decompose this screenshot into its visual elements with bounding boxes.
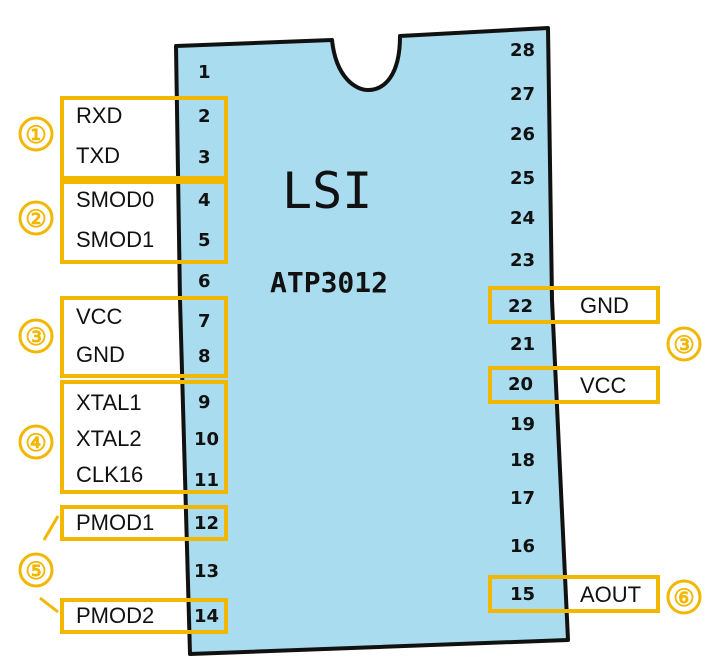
- pin-number: 18: [510, 450, 535, 471]
- pin-number: 5: [198, 230, 211, 251]
- group-number: ④: [25, 430, 47, 457]
- connector-line: [42, 515, 60, 541]
- pin-number: 11: [194, 470, 219, 491]
- group-number-circle: [666, 326, 702, 362]
- group-box: [60, 598, 228, 634]
- group-number: ②: [25, 206, 47, 233]
- pin-number: 25: [510, 168, 535, 189]
- group-number-circle: [18, 200, 54, 236]
- pin-number: 22: [508, 296, 533, 317]
- pin-number: 20: [508, 374, 533, 395]
- pin-number: 12: [194, 513, 219, 534]
- pin-number: 26: [510, 124, 535, 145]
- pin-number: 1: [198, 62, 211, 83]
- pin-number: 24: [510, 208, 535, 229]
- pin-label-smod1: SMOD1: [76, 227, 154, 252]
- pin-number: 15: [510, 584, 535, 605]
- pin-number: 8: [198, 346, 211, 367]
- pin-label-gnd: GND: [76, 342, 125, 367]
- pin-label-pmod1: PMOD1: [76, 510, 154, 535]
- group-box: [60, 296, 228, 378]
- group-box: [60, 96, 228, 180]
- pin-number: 17: [510, 488, 535, 509]
- group-number-circle: [18, 424, 54, 460]
- pin-number: 16: [510, 536, 535, 557]
- group-number: ⑥: [673, 585, 695, 612]
- pin-number: 3: [198, 147, 211, 168]
- pin-number: 7: [198, 311, 211, 332]
- chip-title: LSI: [282, 162, 372, 220]
- pin-number: 4: [198, 190, 211, 211]
- group-box: [60, 180, 228, 264]
- group-number-circle: [18, 552, 54, 588]
- chip-body: [174, 26, 570, 656]
- group-number-circle: [18, 116, 54, 152]
- group-box: [488, 286, 660, 324]
- pin-label-rxd: RXD: [76, 103, 122, 128]
- pin-label-clk16: CLK16: [76, 462, 143, 487]
- pin-label-vcc: VCC: [76, 304, 123, 329]
- pin-label-xtal1: XTAL1: [76, 390, 142, 415]
- group-box: [60, 505, 228, 541]
- group-number-circle: [18, 318, 54, 354]
- connector-line: [39, 596, 59, 614]
- pin-label-xtal2: XTAL2: [76, 426, 142, 451]
- group-box: [488, 575, 660, 613]
- pin-number: 23: [510, 250, 535, 271]
- pin-number: 6: [198, 271, 211, 292]
- group-number-circle: [666, 579, 702, 615]
- pin-label-gnd: GND: [580, 293, 629, 318]
- group-box: [488, 366, 660, 404]
- chip-part-number: ATP3012: [270, 266, 388, 299]
- pin-number: 2: [198, 106, 211, 127]
- group-number: ①: [25, 122, 47, 149]
- pin-label-smod0: SMOD0: [76, 187, 154, 212]
- pin-label-txd: TXD: [76, 143, 120, 168]
- pin-number: 9: [198, 392, 211, 413]
- group-number: ③: [673, 332, 695, 359]
- pin-label-pmod2: PMOD2: [76, 603, 154, 628]
- pin-number: 14: [194, 606, 219, 627]
- pin-label-aout: AOUT: [580, 582, 641, 607]
- group-number: ③: [25, 324, 47, 351]
- pin-number: 19: [510, 414, 535, 435]
- group-box: [60, 380, 228, 494]
- pin-number: 10: [194, 429, 219, 450]
- pin-number: 13: [194, 561, 219, 582]
- pin-number: 27: [510, 84, 535, 105]
- pin-label-vcc: VCC: [580, 373, 627, 398]
- group-number: ⑤: [25, 558, 47, 585]
- pin-number: 21: [510, 334, 535, 355]
- pin-number: 28: [510, 40, 535, 61]
